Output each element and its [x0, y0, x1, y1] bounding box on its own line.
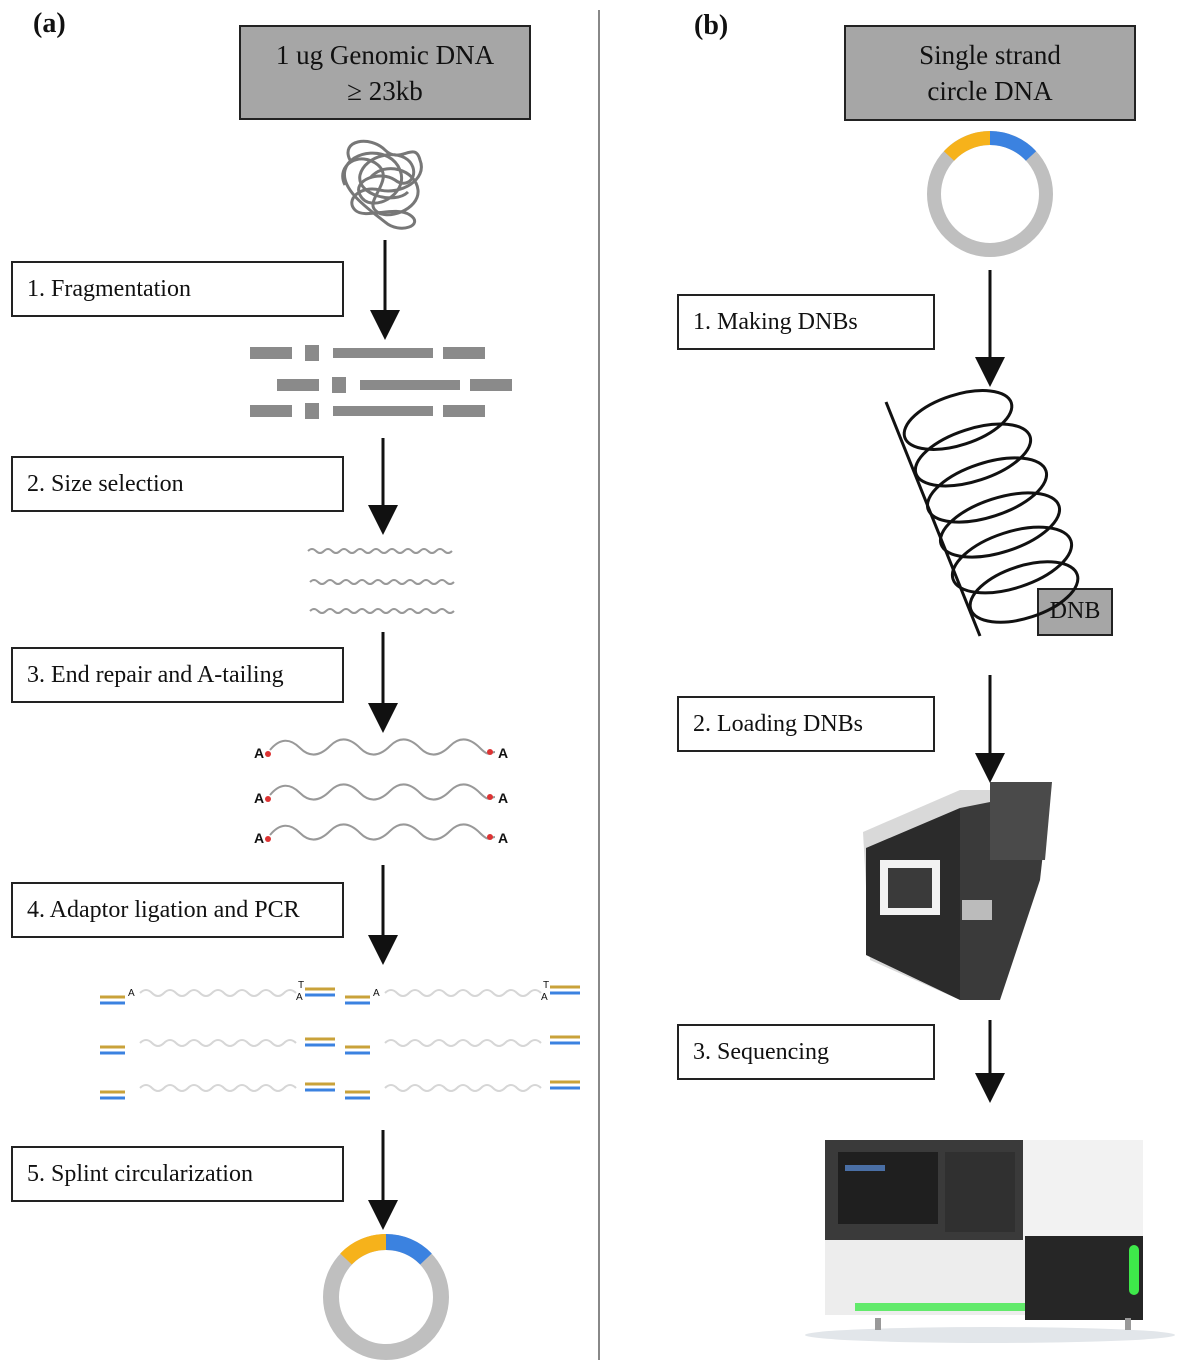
panel-a-label: (a) [33, 8, 66, 39]
adaptor-letter: A [128, 988, 135, 999]
panel-divider [598, 10, 600, 1360]
a-tail-letter: A [498, 830, 509, 846]
genomic-dna-line2: ≥ 23kb [347, 76, 423, 106]
arrows-panel-a [368, 240, 400, 1230]
adaptor-letter: T [298, 980, 305, 991]
a-tail-letter: A [254, 830, 265, 846]
step-fragmentation: 1. Fragmentation [11, 261, 344, 317]
a-tail-letter: A [498, 790, 509, 806]
dnb-loader-instrument-icon [863, 782, 1052, 1000]
genomic-dna-line1: 1 ug Genomic DNA [275, 40, 495, 70]
adaptor-letter: A [541, 992, 548, 1003]
adaptor-ligated-fragments-icon [100, 985, 580, 1100]
step-sequencing: 3. Sequencing [677, 1024, 935, 1080]
step-end-repair: 3. End repair and A-tailing [11, 647, 344, 703]
dna-fragments-icon [250, 345, 512, 419]
step-making-dnbs: 1. Making DNBs [677, 294, 935, 350]
adaptor-letter: T [543, 980, 550, 991]
a-tail-letter: A [254, 790, 265, 806]
step-loading-dnbs: 2. Loading DNBs [677, 696, 935, 752]
a-tail-letter: A [498, 745, 509, 761]
size-selected-strands-icon [307, 548, 455, 614]
adaptor-letter: A [296, 992, 303, 1003]
circular-dna-icon-b [927, 131, 1053, 257]
tangled-dna-icon [341, 139, 423, 230]
genomic-dna-box: 1 ug Genomic DNA ≥ 23kb [239, 25, 531, 120]
adaptor-letter: A [373, 988, 380, 999]
step-size-selection: 2. Size selection [11, 456, 344, 512]
a-tail-letter: A [254, 745, 265, 761]
panel-b-label: (b) [694, 10, 729, 41]
circle-dna-line2: circle DNA [927, 76, 1053, 106]
dnb-coil-icon [884, 389, 1080, 637]
circle-dna-line1: Single strand [919, 40, 1061, 70]
step-splint-circularization: 5. Splint circularization [11, 1146, 344, 1202]
circular-dna-icon-a [323, 1233, 449, 1360]
a-tailed-strands-icon [265, 738, 496, 842]
sequencer-instrument-icon [805, 1140, 1175, 1343]
step-adaptor-ligation: 4. Adaptor ligation and PCR [11, 882, 344, 938]
circle-dna-box: Single strand circle DNA [844, 25, 1136, 121]
